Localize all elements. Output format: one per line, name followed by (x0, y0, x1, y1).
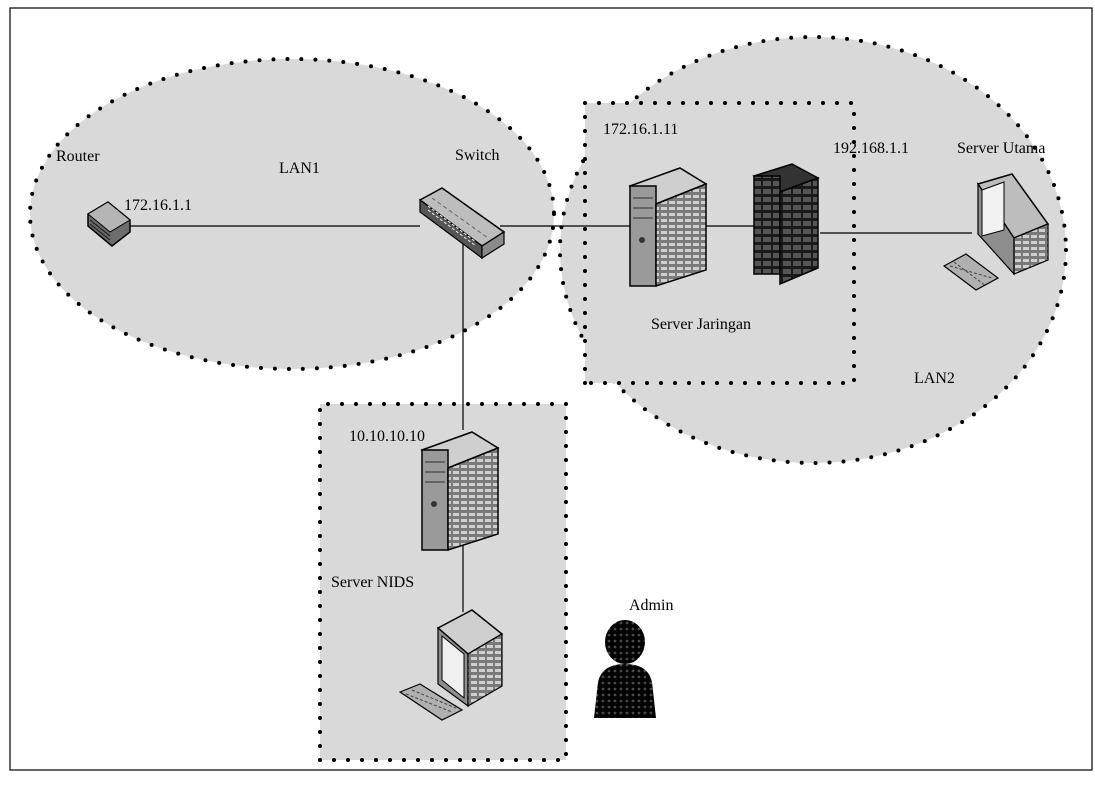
lan2-zone-border (558, 35, 1068, 465)
router-icon (87, 201, 131, 247)
lan1-zone (30, 59, 554, 369)
links (130, 225, 972, 612)
firewall-icon (752, 163, 820, 286)
server-jaringan-label: Server Jaringan (651, 316, 751, 333)
server-nids-label: Server NIDS (331, 574, 414, 591)
server-utama-ip-label: 192.168.1.1 (833, 140, 909, 157)
lan1-zone-border (28, 57, 556, 371)
nids-server-icon (420, 431, 500, 552)
nids-ip-label: 10.10.10.10 (349, 428, 425, 445)
server-jaringan-icon (628, 167, 708, 288)
diagram-frame (9, 7, 1093, 771)
router-label: Router (56, 148, 100, 165)
admin-label: Admin (629, 597, 673, 614)
server-jaringan-ip-label: 172.16.1.11 (603, 121, 678, 138)
lan2-label: LAN2 (914, 370, 955, 387)
admin-icon (594, 620, 656, 718)
server-utama-label: Server Utama (957, 140, 1045, 157)
nids-zone-border (318, 402, 568, 762)
lan1-label: LAN1 (279, 160, 320, 177)
nids-workstation-icon (398, 609, 504, 721)
switch-icon (418, 187, 506, 260)
router-ip-label: 172.16.1.1 (124, 197, 192, 214)
server-utama-icon (942, 173, 1050, 291)
switch-label: Switch (455, 147, 499, 164)
